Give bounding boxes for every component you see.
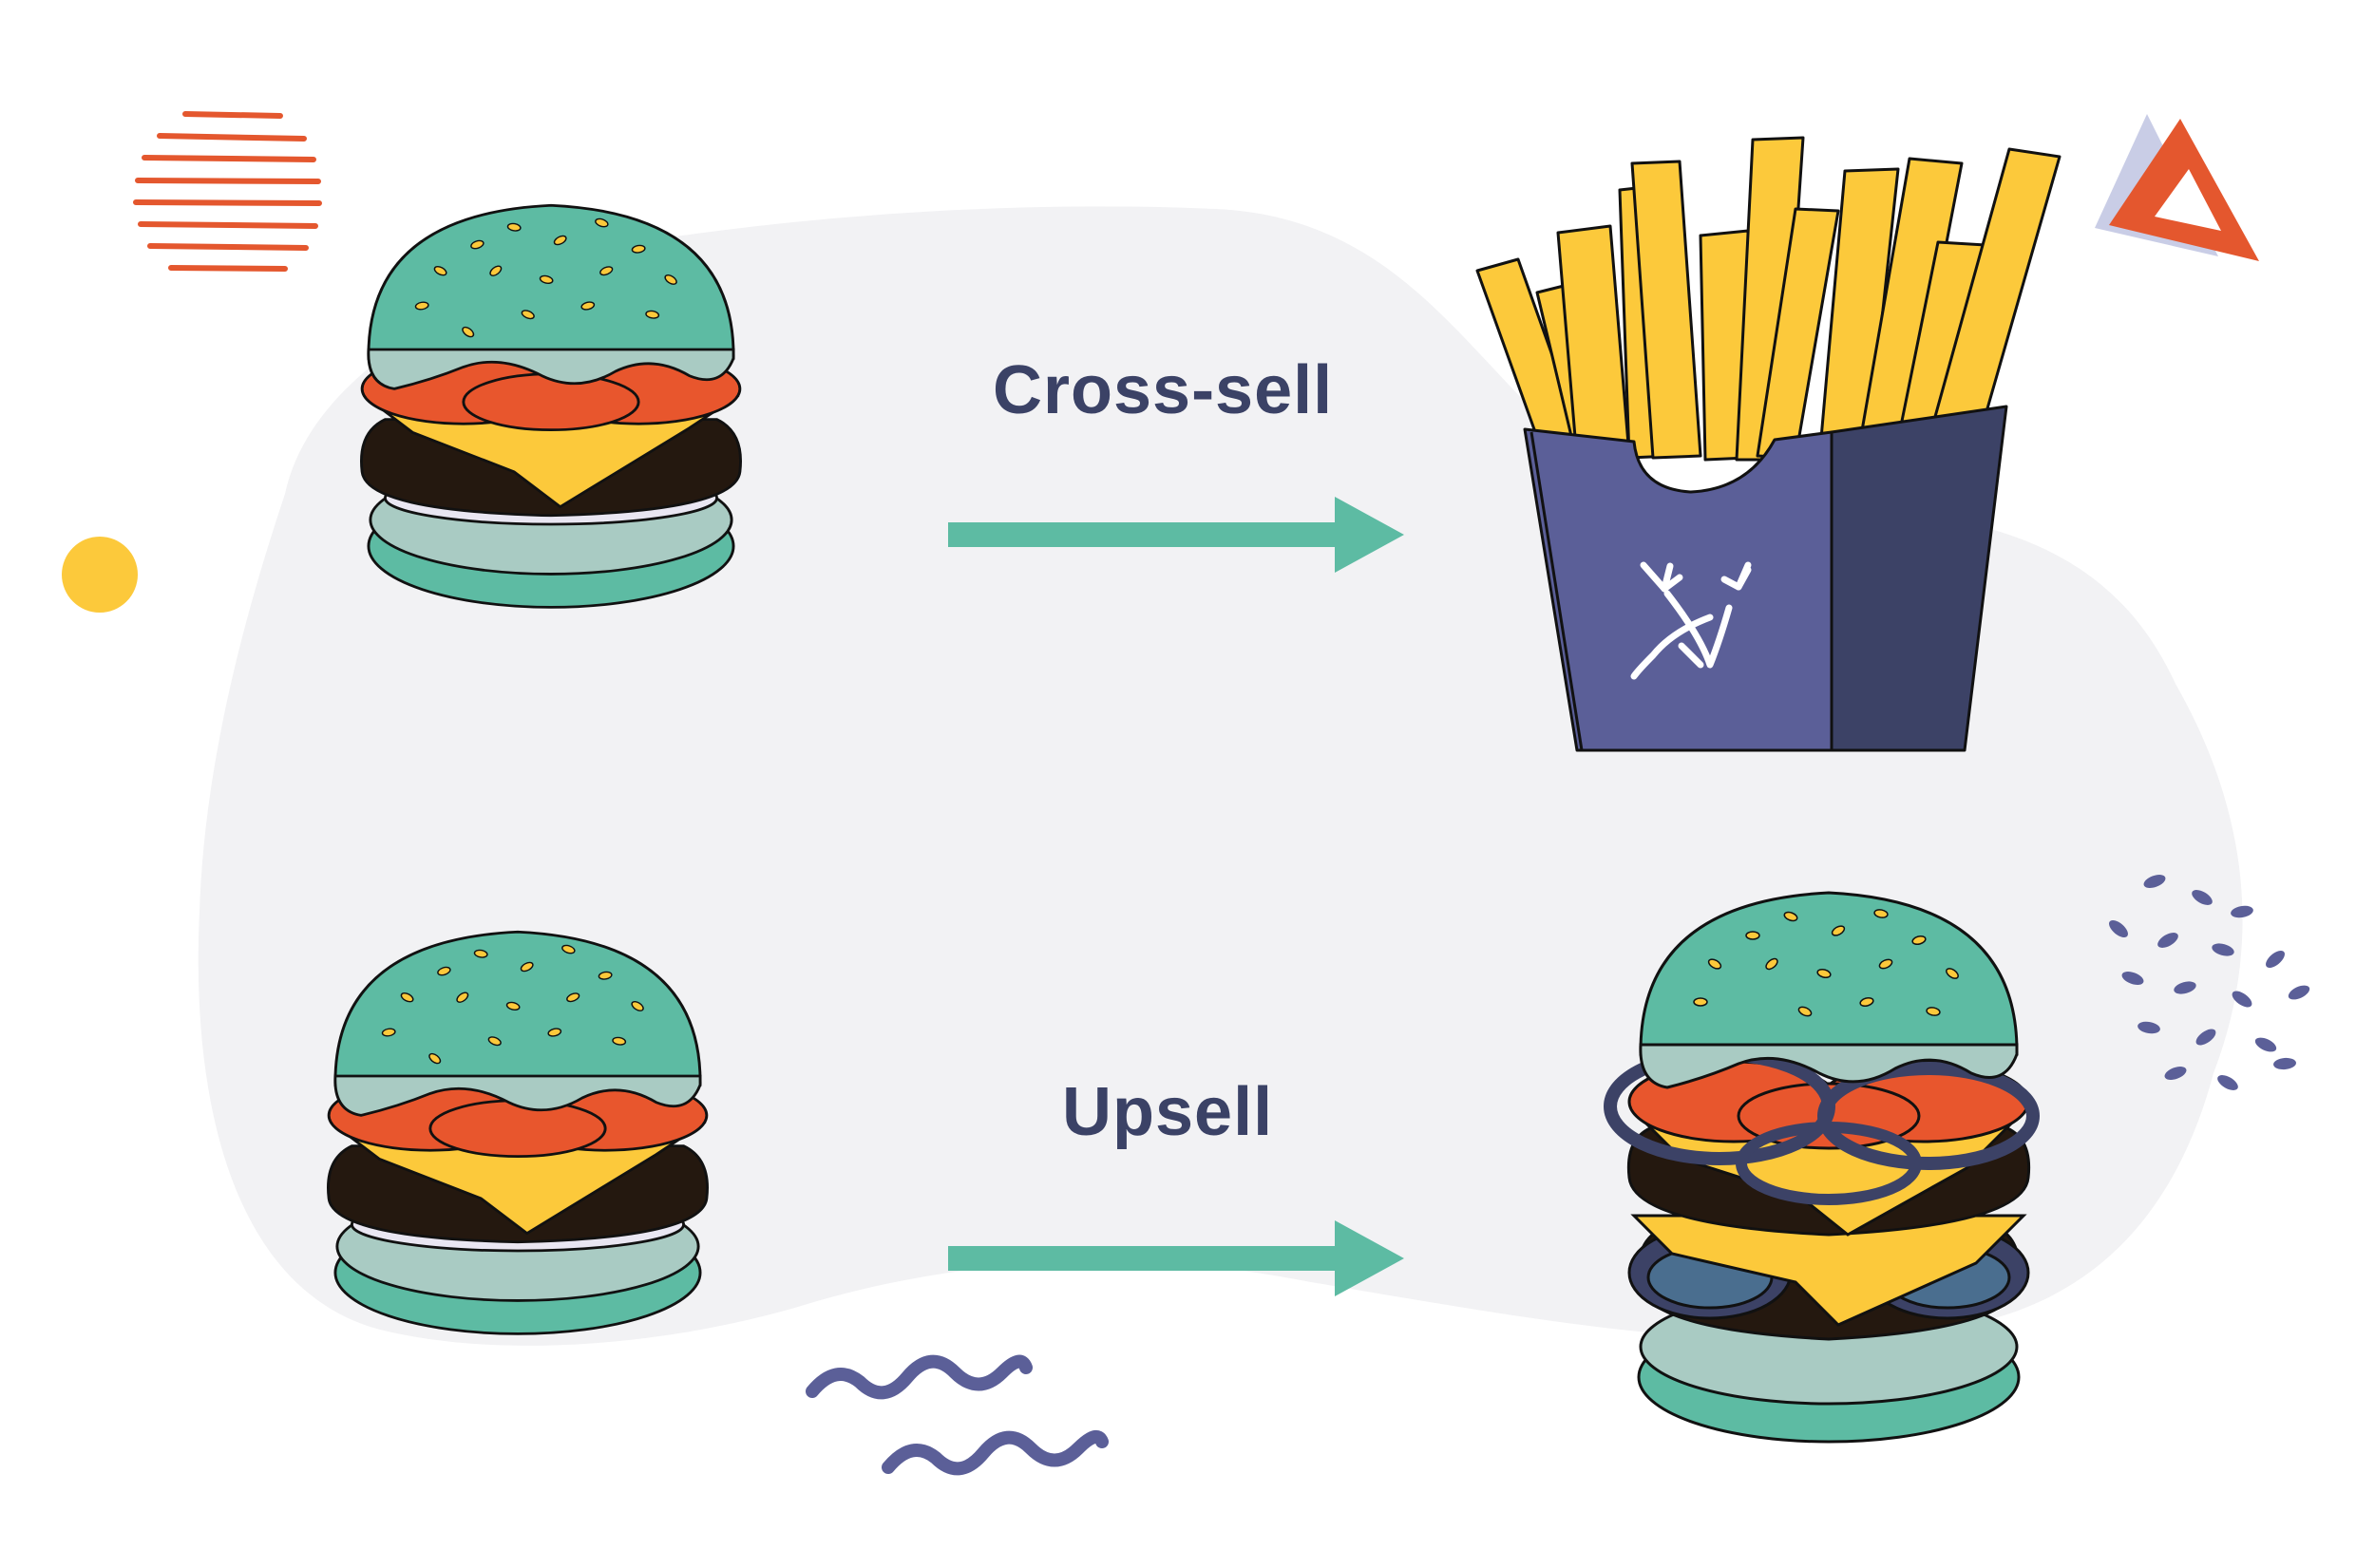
yellow-dot-decoration bbox=[62, 537, 138, 613]
upsell-label: Upsell bbox=[1062, 1074, 1274, 1150]
arrow-right-icon bbox=[948, 497, 1404, 573]
dots-decoration bbox=[2109, 875, 2310, 1090]
burger-icon bbox=[327, 930, 709, 1335]
fries-box-icon bbox=[1475, 136, 2062, 752]
big-burger-icon bbox=[1604, 891, 2040, 1444]
deer-logo-icon bbox=[1630, 561, 1752, 680]
burger-icon bbox=[360, 203, 742, 609]
cross-sell-label: Cross-sell bbox=[993, 352, 1334, 428]
striped-circle-decoration bbox=[133, 111, 322, 272]
arrow-right-icon bbox=[948, 1220, 1404, 1296]
triangle-decoration bbox=[2095, 114, 2259, 261]
squiggle-decoration bbox=[806, 1354, 1109, 1476]
